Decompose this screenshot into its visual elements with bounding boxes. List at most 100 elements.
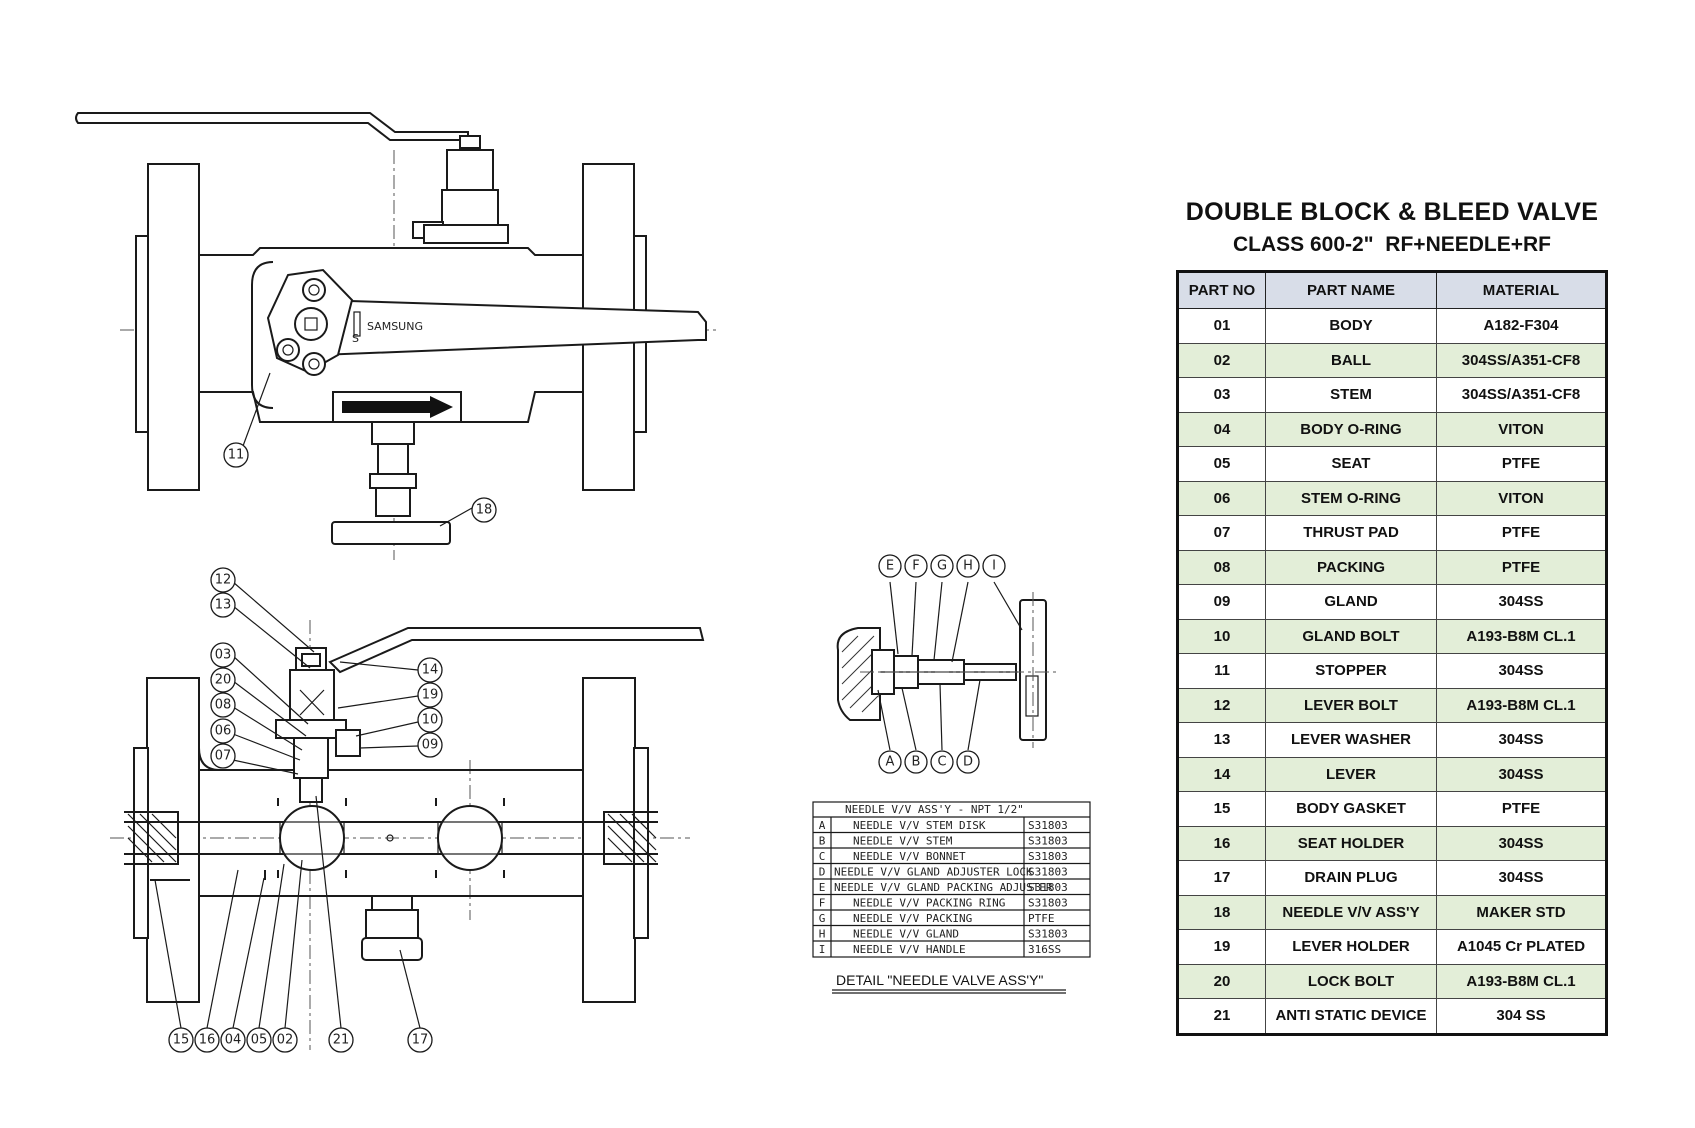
part-name-cell: SEAT HOLDER xyxy=(1265,825,1437,861)
part-no-cell: 10 xyxy=(1177,618,1266,654)
drawing-subtitle: CLASS 600-2" RF+NEEDLE+RF xyxy=(1232,233,1552,256)
svg-text:03: 03 xyxy=(215,648,232,663)
bubble-17: 17 xyxy=(407,1027,433,1053)
part-no-cell: 02 xyxy=(1177,342,1266,378)
svg-text:02: 02 xyxy=(277,1033,294,1048)
bubble-d: D xyxy=(956,750,980,774)
part-no-cell: 12 xyxy=(1177,687,1266,723)
part-no-cell: 20 xyxy=(1177,963,1266,999)
material-cell: 304SS xyxy=(1436,653,1607,689)
needle-table-cell: NEEDLE V/V PACKING xyxy=(853,912,972,925)
needle-table-cell: H xyxy=(819,928,826,941)
needle-table-cell: NEEDLE V/V HANDLE xyxy=(853,943,966,956)
needle-table-cell: C xyxy=(819,850,826,863)
needle-table-cell: S31803 xyxy=(1028,835,1068,848)
bubble-04: 04 xyxy=(220,1027,246,1053)
material-cell: A193-B8M CL.1 xyxy=(1436,963,1607,999)
material-cell: 304SS/A351-CF8 xyxy=(1436,377,1607,413)
needle-table-cell: B xyxy=(819,835,826,848)
material-cell: PTFE xyxy=(1436,549,1607,585)
needle-table-cell: 316SS xyxy=(1028,943,1061,956)
part-no-cell: 18 xyxy=(1177,894,1266,930)
bubble-12: 12 xyxy=(210,567,236,593)
svg-text:19: 19 xyxy=(422,688,439,703)
bubble-18: 18 xyxy=(471,497,497,523)
svg-text:F: F xyxy=(912,559,919,574)
part-no-cell: 05 xyxy=(1177,446,1266,482)
bubble-05: 05 xyxy=(246,1027,272,1053)
bubble-a: A xyxy=(878,750,902,774)
top-view: S SAMSUNG 11 18 xyxy=(75,112,720,560)
bubble-g: G xyxy=(930,554,954,578)
needle-detail: E F G H I A B C D NEEDLE V/V ASS'Y - NPT… xyxy=(812,554,1091,994)
needle-parts-table: NEEDLE V/V ASS'Y - NPT 1/2" A NEEDLE V/V… xyxy=(812,801,1091,958)
svg-text:04: 04 xyxy=(225,1033,242,1048)
needle-table-cell: A xyxy=(819,819,826,832)
svg-text:E: E xyxy=(886,559,894,574)
part-no-cell: 06 xyxy=(1177,480,1266,516)
part-name-cell: NEEDLE V/V ASS'Y xyxy=(1265,894,1437,930)
part-name-cell: BODY O-RING xyxy=(1265,411,1437,447)
material-cell: A182-F304 xyxy=(1436,308,1607,344)
svg-text:11: 11 xyxy=(228,448,245,463)
bubble-02: 02 xyxy=(272,1027,298,1053)
material-cell: VITON xyxy=(1436,411,1607,447)
needle-table-cell: I xyxy=(819,943,826,956)
part-no-cell: 09 xyxy=(1177,584,1266,620)
needle-table-cell: S31803 xyxy=(1028,881,1068,894)
material-cell: 304SS xyxy=(1436,825,1607,861)
section-view: 12 13 03 20 08 06 07 14 19 10 09 15 16 0… xyxy=(110,567,705,1053)
part-name-cell: PACKING xyxy=(1265,549,1437,585)
material-cell: VITON xyxy=(1436,480,1607,516)
material-cell: A193-B8M CL.1 xyxy=(1436,687,1607,723)
bubble-16: 16 xyxy=(194,1027,220,1053)
bubble-03: 03 xyxy=(210,642,236,668)
part-no-cell: 11 xyxy=(1177,653,1266,689)
svg-text:08: 08 xyxy=(215,698,232,713)
part-no-cell: 08 xyxy=(1177,549,1266,585)
bubble-14: 14 xyxy=(417,657,443,683)
svg-text:14: 14 xyxy=(422,663,439,678)
svg-text:D: D xyxy=(963,755,973,770)
svg-text:H: H xyxy=(963,559,973,574)
part-no-cell: 13 xyxy=(1177,722,1266,758)
bubble-06: 06 xyxy=(210,718,236,744)
parts-table-header: PART NO PART NAME MATERIAL xyxy=(1177,271,1607,309)
part-no-cell: 03 xyxy=(1177,377,1266,413)
bubble-09: 09 xyxy=(417,732,443,758)
svg-text:16: 16 xyxy=(199,1033,216,1048)
bubble-11: 11 xyxy=(223,442,249,468)
part-no-cell: 19 xyxy=(1177,929,1266,965)
part-name-cell: STOPPER xyxy=(1265,653,1437,689)
needle-table-cell: F xyxy=(819,897,826,910)
needle-table-cell: S31803 xyxy=(1028,928,1068,941)
part-no-cell: 01 xyxy=(1177,308,1266,344)
material-cell: 304SS/A351-CF8 xyxy=(1436,342,1607,378)
material-cell: PTFE xyxy=(1436,791,1607,827)
part-name-cell: STEM O-RING xyxy=(1265,480,1437,516)
svg-text:20: 20 xyxy=(215,673,232,688)
part-no-cell: 07 xyxy=(1177,515,1266,551)
needle-table-title: NEEDLE V/V ASS'Y - NPT 1/2" xyxy=(845,803,1024,816)
material-cell: A1045 Cr PLATED xyxy=(1436,929,1607,965)
material-cell: PTFE xyxy=(1436,446,1607,482)
bubble-19: 19 xyxy=(417,682,443,708)
svg-text:10: 10 xyxy=(422,713,439,728)
header-material: MATERIAL xyxy=(1436,271,1607,309)
part-no-cell: 16 xyxy=(1177,825,1266,861)
bubble-e: E xyxy=(878,554,902,578)
detail-caption: DETAIL "NEEDLE VALVE ASS'Y" xyxy=(836,972,1043,988)
